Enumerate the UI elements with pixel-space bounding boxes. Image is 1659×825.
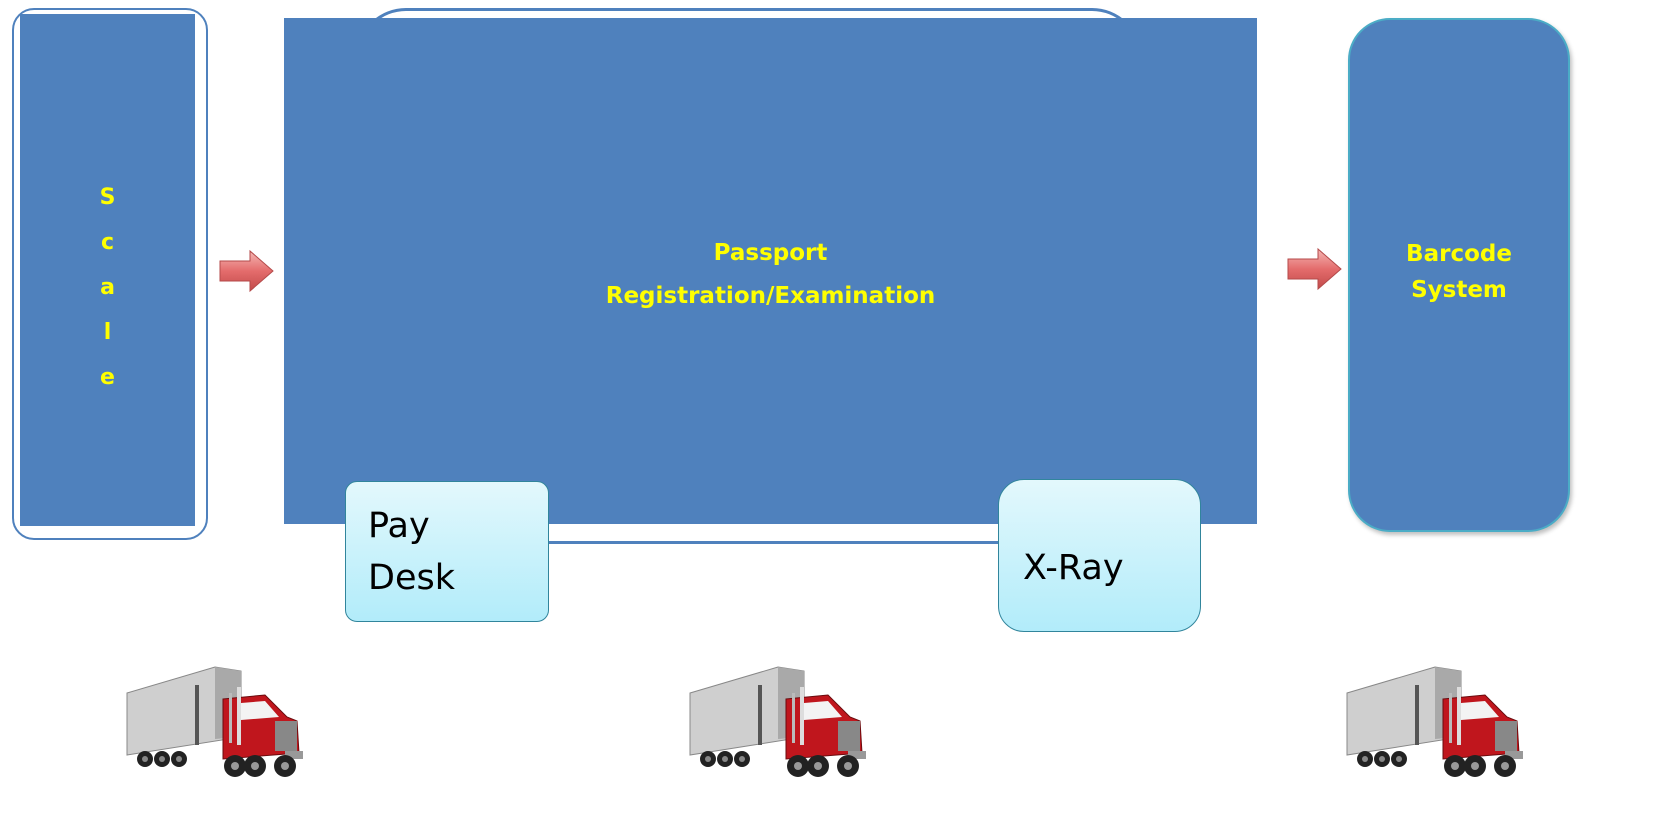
scale-letter: l <box>103 320 112 345</box>
barcode-line1: Barcode <box>1406 241 1512 267</box>
scale-letter: S <box>99 185 116 210</box>
scale-letter: c <box>100 230 115 255</box>
right-arrow-icon <box>219 249 274 293</box>
barcode-line2: System <box>1411 277 1507 303</box>
passport-label: Passport Registration/Examination <box>284 232 1257 318</box>
xray-label: X-Ray <box>1023 548 1124 588</box>
barcode-label: Barcode System <box>1350 236 1568 308</box>
scale-label: S c a l e <box>20 175 195 400</box>
pay-desk-label: Pay Desk <box>346 482 548 604</box>
passport-line2: Registration/Examination <box>605 283 936 309</box>
passport-line1: Passport <box>713 240 828 266</box>
passport-registration-box <box>284 18 1257 524</box>
xray-box: X-Ray <box>998 479 1201 632</box>
right-arrow-icon <box>1287 247 1342 291</box>
pay-desk-line2: Desk <box>368 558 455 598</box>
scale-letter: a <box>100 275 115 300</box>
scale-box <box>20 14 195 526</box>
scale-letter: e <box>100 365 115 390</box>
truck-icon <box>1346 666 1523 777</box>
pay-desk-line1: Pay <box>368 506 430 546</box>
barcode-system-box <box>1348 18 1570 532</box>
pay-desk-box: Pay Desk <box>345 481 549 622</box>
truck-icon <box>689 666 866 777</box>
truck-icon <box>126 666 303 777</box>
